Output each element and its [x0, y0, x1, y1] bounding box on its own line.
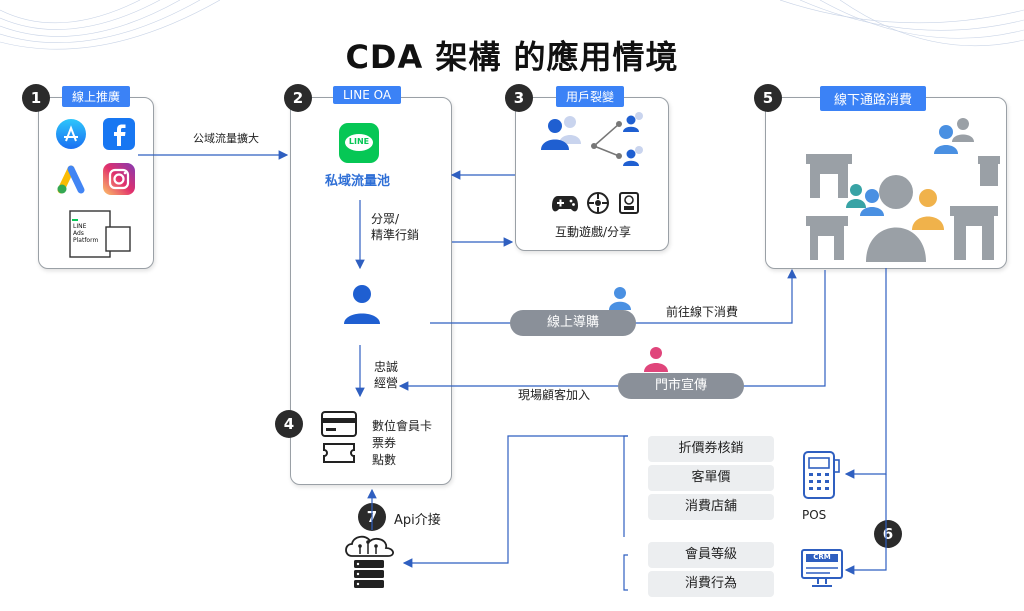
crm-monitor-icon: [801, 549, 843, 587]
instagram-icon: [103, 163, 135, 195]
step-3-badge: 3: [505, 84, 533, 112]
line-ads-text-1: LINE: [73, 223, 87, 230]
corner-wave-decoration: [0, 0, 220, 50]
loyalty-label-1: 忠誠: [374, 360, 399, 374]
member-level-field: 會員等級: [648, 542, 774, 568]
app-store-icon: [56, 119, 86, 149]
user-fission-box: [515, 97, 669, 251]
private-pool-label: 私域流量池: [325, 174, 391, 189]
order-value-field: 客單價: [648, 465, 774, 491]
store-promotion-pill: 門市宣傳: [618, 373, 744, 399]
line-ads-text-3: Platform: [73, 237, 99, 244]
pos-label: POS: [802, 508, 827, 522]
offline-channel-tag: 線下通路消費: [820, 86, 927, 111]
line-oa-tag: LINE OA: [333, 86, 402, 104]
loyalty-label-2: 經營: [374, 376, 399, 390]
member-card-icon: [321, 411, 357, 463]
corner-wave-decoration-right: [780, 0, 1024, 47]
online-promotion-tag: 線上推廣: [62, 86, 131, 107]
store-field: 消費店舖: [648, 494, 774, 520]
step-6-badge: 6: [874, 520, 902, 548]
online-shopping-guide-pill: 線上導購: [510, 310, 636, 336]
public-traffic-label: 公域流量擴大: [193, 132, 259, 145]
shopper-icon: [609, 287, 631, 310]
coupon-redeem-field: 折價券核銷: [648, 436, 774, 462]
digital-member-card-label: 數位會員卡: [372, 419, 433, 433]
store-visitor-icon: [644, 347, 668, 372]
interactive-game-label: 互動遊戲/分享: [555, 225, 632, 239]
line-badge-text: LINE: [348, 137, 370, 146]
segment-label-1: 分眾/: [371, 212, 400, 226]
line-app-icon: LINE: [339, 123, 379, 163]
crm-label: CRM: [813, 553, 831, 561]
google-ads-icon: [57, 165, 85, 194]
step-1-badge: 1: [22, 84, 50, 112]
gift-machine-icon: [619, 192, 639, 214]
go-offline-label: 前往線下消費: [666, 305, 739, 319]
line-ads-text-2: Ads: [73, 230, 84, 237]
api-cloud-server-icon: [345, 535, 394, 588]
ticket-label: 票券: [372, 436, 397, 450]
step-4-badge: 4: [275, 410, 303, 438]
segment-label-2: 精準行銷: [371, 228, 420, 242]
pos-terminal-icon: [803, 451, 840, 499]
user-fission-tag: 用戶裂變: [556, 86, 625, 107]
game-controller-icon: [552, 196, 578, 212]
step-2-badge: 2: [284, 84, 312, 112]
spinner-icon: [587, 192, 609, 214]
offline-stores-illustration: [806, 118, 1000, 262]
page-title: CDA 架構 的應用情境: [345, 38, 679, 76]
facebook-icon: [103, 118, 135, 150]
onsite-join-label: 現場顧客加入: [518, 388, 591, 402]
line-ads-platform-logo: LINE Ads Platform: [68, 209, 132, 259]
user-fission-network-icon: [541, 112, 643, 166]
step-5-badge: 5: [754, 84, 782, 112]
user-icon: [344, 285, 380, 324]
purchase-behavior-field: 消費行為: [648, 571, 774, 597]
api-integration-label: Api介接: [394, 513, 441, 528]
points-label: 點數: [372, 453, 397, 467]
